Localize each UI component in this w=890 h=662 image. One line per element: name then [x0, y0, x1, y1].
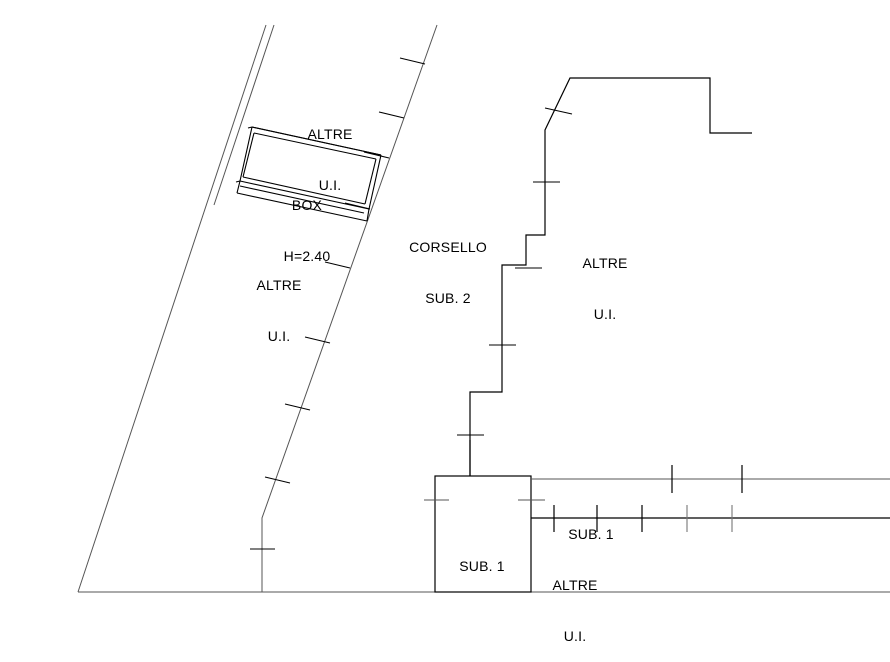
- stepped-boundary-tick-group: [457, 107, 573, 436]
- tick-mark: [264, 476, 291, 484]
- label-altre-ui-bottom: ALTRE U.I.: [552, 543, 597, 662]
- label-line-2: H=2.40: [283, 248, 331, 264]
- partition-lower-cap: [366, 208, 370, 222]
- right-plot-diagonal: [261, 24, 438, 592]
- right-diagonal-tick-group: [250, 57, 426, 550]
- tick-mark: [378, 111, 405, 119]
- sub1-room-rect: [434, 475, 532, 593]
- tick-mark: [544, 107, 573, 115]
- label-corsello-sub2: CORSELLO SUB. 2: [409, 205, 487, 341]
- box-inner-left: [242, 132, 255, 178]
- corridor-top-tick-group: [671, 465, 743, 493]
- box-outer-bottom: [239, 180, 370, 210]
- label-line-2: SUB. 2: [425, 290, 471, 306]
- corridor-bottom-tick-group-thin: [686, 505, 733, 532]
- left-outer-diagonal: [77, 24, 267, 593]
- box-outer-right: [368, 154, 382, 210]
- label-altre-ui-top: ALTRE U.I.: [307, 92, 352, 228]
- label-altre-ui-left: ALTRE U.I.: [256, 243, 301, 379]
- label-sub1-corridor: SUB. 1: [568, 492, 614, 577]
- label-line-2: U.I.: [318, 177, 342, 193]
- box-upper-partition: [251, 126, 382, 156]
- label-line-1: SUB. 1: [568, 526, 614, 542]
- label-line-1: BOX: [291, 197, 323, 213]
- box-left-wall-connectors: [235, 126, 253, 183]
- tick-mark: [399, 57, 426, 65]
- label-line-1: CORSELLO: [409, 239, 487, 255]
- label-line-2: U.I.: [593, 306, 617, 322]
- label-box: BOX H=2.40: [284, 163, 331, 299]
- tick-mark: [304, 336, 331, 344]
- corridor-bottom-tick-group: [553, 505, 643, 532]
- box-outer-left: [239, 126, 253, 182]
- box-inner-top: [253, 132, 377, 160]
- label-line-1: ALTRE: [582, 255, 628, 271]
- partition-upper-line: [251, 126, 382, 156]
- partition-lower-inner: [239, 185, 365, 214]
- label-line-1: SUB. 1: [459, 558, 505, 574]
- connector-line: [235, 180, 241, 183]
- tick-mark: [284, 403, 311, 411]
- label-line-1: ALTRE: [552, 577, 598, 593]
- tick-mark: [324, 261, 351, 269]
- tick-mark: [363, 151, 390, 159]
- partition-lower-outer: [236, 192, 368, 222]
- box-inner-bottom: [242, 176, 366, 205]
- box-lower-partition: [236, 180, 370, 222]
- label-sub1-room: SUB. 1: [459, 524, 505, 609]
- label-line-2: U.I.: [267, 328, 291, 344]
- connector-line: [247, 126, 253, 129]
- partition-lower-capl: [236, 180, 241, 194]
- box-inner-right: [364, 158, 377, 205]
- label-line-2: U.I.: [563, 628, 587, 644]
- label-line-1: ALTRE: [256, 277, 302, 293]
- stepped-corsello-boundary: [469, 77, 752, 476]
- left-inner-diagonal: [213, 24, 275, 206]
- label-line-1: ALTRE: [307, 126, 353, 142]
- label-altre-ui-right: ALTRE U.I.: [582, 221, 627, 357]
